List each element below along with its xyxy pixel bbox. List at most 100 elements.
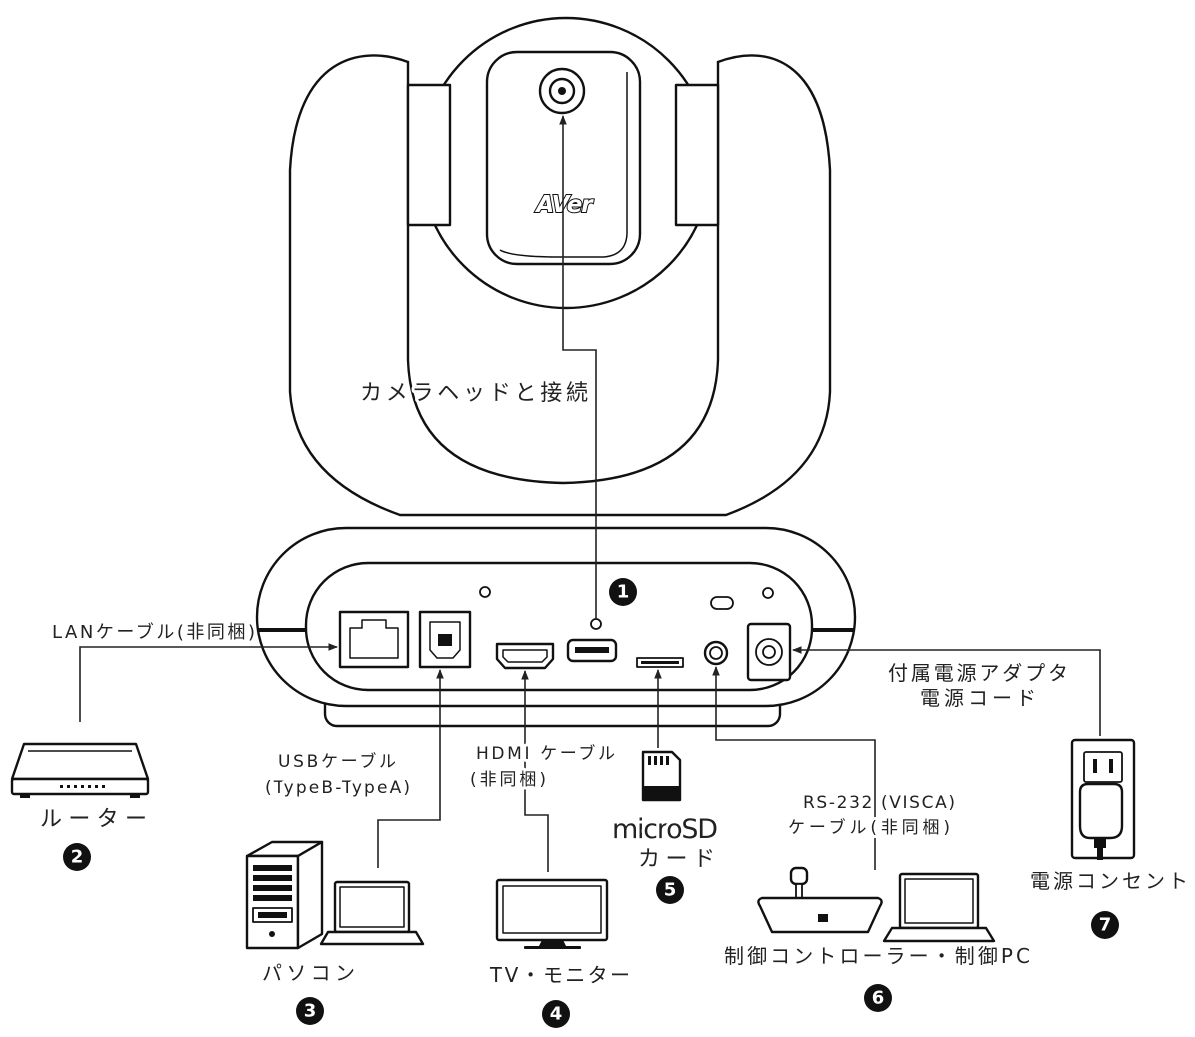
reset-button [710, 596, 734, 610]
callout-5: 5 [656, 876, 684, 904]
callout-badge [609, 578, 637, 606]
dc-jack-pin [762, 645, 776, 659]
callout-number: 7 [1099, 915, 1112, 936]
microsd-contact [666, 756, 669, 765]
callout-badge [1091, 911, 1119, 939]
microsd-contact [660, 756, 663, 765]
callout-1: 1 [609, 578, 637, 606]
power-plug [1078, 782, 1124, 840]
usb-cable-label-line1: USBケーブル [278, 751, 396, 772]
laptop-icon [319, 880, 425, 946]
microsd-slot-opening [641, 661, 679, 664]
wall-outlet-icon [1070, 738, 1136, 860]
callout-number: 6 [872, 988, 885, 1009]
power-cable-label-line1: 付属電源アダプタ [888, 661, 1068, 685]
camera-base [255, 526, 857, 728]
power-cable [792, 646, 1101, 736]
controller-button [818, 914, 828, 922]
hdmi-cable-label-line1: HDMI ケーブル [476, 743, 615, 764]
lan-cable-label: LANケーブル(非同梱) [52, 621, 255, 643]
microsd-card-icon [641, 750, 682, 802]
router-led [88, 785, 91, 788]
joystick-stem [795, 883, 803, 899]
control-laptop-icon [882, 872, 996, 943]
control-laptop-screen [898, 872, 980, 930]
hdmi-cable-label-line2: (非同梱) [470, 770, 546, 790]
tv-stand-base [524, 946, 581, 949]
tv-stand [539, 940, 566, 946]
router-leds [60, 785, 105, 788]
power-cable-label-line2: 電源コード [920, 686, 1036, 710]
rs232-cable-label-line1: RS-232 (VISCA) [803, 793, 955, 813]
camera-arm-band-left [406, 83, 452, 227]
rs232-jack-inner [709, 646, 723, 660]
usb-a-port-tongue [575, 647, 609, 653]
callout-number: 5 [664, 880, 677, 901]
power-cord-end [1097, 848, 1103, 860]
tv-monitor-label: TV・モニター [489, 963, 630, 987]
laptop-screen [333, 880, 411, 934]
callout-number: 2 [71, 847, 84, 868]
callout-number: 1 [617, 582, 630, 603]
drive-bay [253, 875, 292, 881]
microsd-label-line2: カード [638, 847, 715, 872]
camera-lens-plate-edge [499, 72, 628, 258]
hdmi-port [495, 642, 555, 670]
labels: カメラヘッドと接続 LANケーブル(非同梱) ルーター USBケーブル (Typ… [37, 378, 1191, 990]
router-led [74, 785, 77, 788]
tower-side [296, 840, 324, 950]
joystick-knob [789, 866, 809, 886]
microsd-card-label [643, 786, 680, 800]
router-led [102, 785, 105, 788]
rs232-cable [712, 666, 876, 870]
microsd-contact [654, 756, 657, 765]
dc-power-jack [746, 622, 792, 682]
outlet-slot-right [1109, 759, 1113, 773]
drive-bay [253, 895, 292, 901]
power-plug-neck [1094, 838, 1106, 848]
outlet-socket [1083, 751, 1123, 783]
camera-logo: AVer [534, 192, 594, 218]
router-led [95, 785, 98, 788]
pc-tower-icon [245, 840, 324, 950]
tv-monitor-icon [495, 878, 609, 949]
usb-cable-label-line2: (TypeB-TypeA) [265, 778, 410, 798]
usb-b-port-socket [429, 621, 461, 659]
router-top [10, 742, 150, 781]
router-foot-right [130, 794, 140, 798]
callout-number: 4 [550, 1004, 563, 1025]
tv-frame [495, 878, 609, 942]
outlet-slot-left [1093, 759, 1097, 773]
camera: AVer [288, 16, 832, 517]
control-laptop-base [882, 926, 996, 943]
lan-port-socket [349, 619, 399, 659]
drive-bay [253, 865, 292, 871]
hdmi-port-frame [495, 642, 555, 670]
callouts: 1 2 3 4 5 6 7 [63, 578, 1119, 1028]
status-led [479, 586, 491, 598]
mic-hole [762, 587, 774, 599]
callout-2: 2 [63, 843, 91, 871]
router-label: ルーター [40, 807, 147, 832]
callout-badge [656, 876, 684, 904]
callout-number: 3 [304, 1001, 317, 1022]
router-led [60, 785, 63, 788]
pc-label: パソコン [262, 961, 355, 985]
callout-badge [864, 984, 892, 1012]
rs232-cable-label-line2: ケーブル(非同梱) [788, 817, 950, 838]
microsd-label-line1: microSD [612, 814, 718, 845]
callout-6: 6 [864, 984, 892, 1012]
rs232-jack [703, 640, 729, 666]
tower-power-button [269, 931, 275, 937]
camera-head-connection-label: カメラヘッドと接続 [360, 381, 588, 406]
callout-4: 4 [542, 1000, 570, 1028]
usb-cable [377, 669, 444, 868]
wall-outlet-label: 電源コンセント [1030, 869, 1188, 893]
lan-cable [79, 643, 338, 722]
microsd-contact [648, 756, 651, 765]
camera-yoke-inner [406, 60, 720, 485]
router-icon [10, 742, 150, 798]
camera-screw-center [558, 87, 566, 95]
router-led [67, 785, 70, 788]
